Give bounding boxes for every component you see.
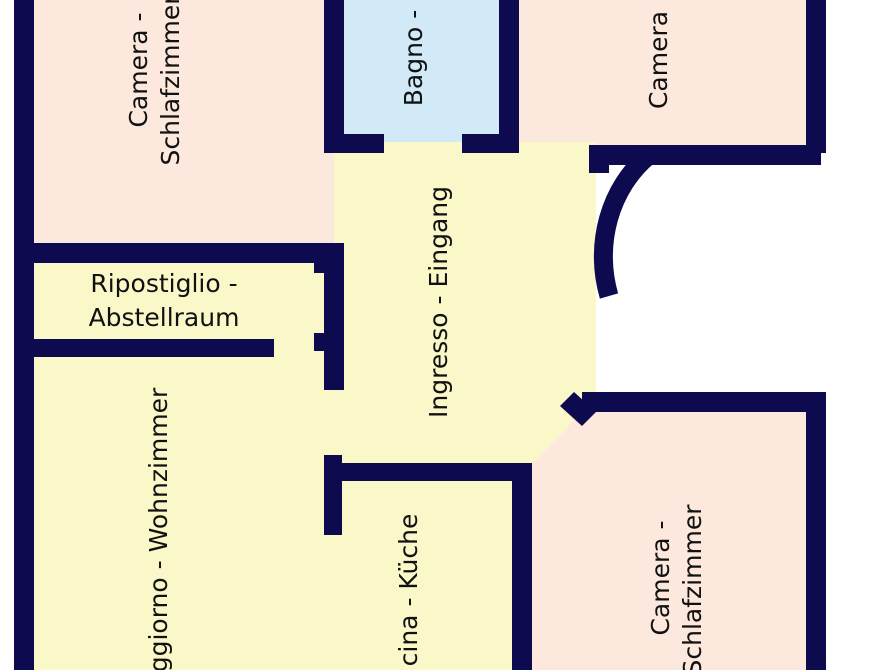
- wall-camera-top-left-bottom: [14, 243, 334, 263]
- wall-ripostiglio-bottom: [14, 339, 274, 357]
- label-soggiorno: ggiorno - Wohnzimmer: [144, 387, 173, 670]
- label-camera-top-right: Camera: [644, 11, 673, 109]
- wall-cucina-top: [324, 463, 530, 481]
- wall-curved-arc: [593, 148, 655, 299]
- label-bagno: Bagno -: [399, 10, 428, 106]
- wall-bagno-bottom-left: [324, 134, 384, 153]
- label-camera-bottom-right-line1: Camera -: [646, 520, 675, 635]
- label-cucina: cina - Küche: [394, 514, 423, 667]
- wall-diagonal-hall-bedroom: [560, 392, 596, 426]
- room-labels: Camera - Schlafzimmer Bagno - Camera Rip…: [89, 0, 707, 670]
- wall-hall-left-upper: [324, 243, 344, 390]
- room-fill-camera-top-left: [24, 0, 334, 252]
- wall-camera-top-right-bottom: [589, 145, 821, 165]
- wall-bagno-bottom-right: [462, 134, 519, 153]
- wall-exterior-left: [14, 0, 34, 670]
- room-fill-camera-bottom-right: [530, 398, 821, 670]
- wall-exterior-right-upper: [806, 0, 826, 153]
- room-fill-ingresso-wedge: [334, 402, 596, 472]
- room-fill-bagno: [334, 0, 509, 142]
- label-camera-top-left-line2: Schlafzimmer: [156, 0, 185, 165]
- label-camera-top-left-line1: Camera -: [124, 12, 153, 127]
- room-fill-cucina: [334, 472, 530, 670]
- room-fill-soggiorno: [24, 347, 334, 670]
- label-camera-bottom-right-line2: Schlafzimmer: [678, 504, 707, 670]
- walls: [14, 0, 826, 670]
- room-fill-camera-top-right: [589, 0, 821, 152]
- room-fill-ripostiglio: [24, 252, 334, 347]
- wall-camera-bottom-right-top: [582, 392, 826, 412]
- wall-bagno-right: [499, 0, 519, 152]
- wall-exterior-right-lower: [806, 392, 826, 670]
- room-fills: [24, 0, 821, 670]
- wall-camera-top-right-left-stub: [589, 145, 609, 173]
- label-ripostiglio-line1: Ripostiglio -: [90, 269, 237, 298]
- wall-cucina-right: [512, 463, 532, 670]
- label-ingresso: Ingresso - Eingang: [424, 186, 453, 418]
- wall-cucina-top-left-riser: [324, 455, 342, 535]
- room-fill-gap-strip: [509, 0, 589, 152]
- wall-hall-left-stub: [314, 333, 326, 351]
- room-fill-ingresso-upper: [334, 142, 596, 402]
- label-ripostiglio-line2: Abstellraum: [89, 303, 240, 332]
- wall-camera-bagno-divider: [324, 0, 344, 152]
